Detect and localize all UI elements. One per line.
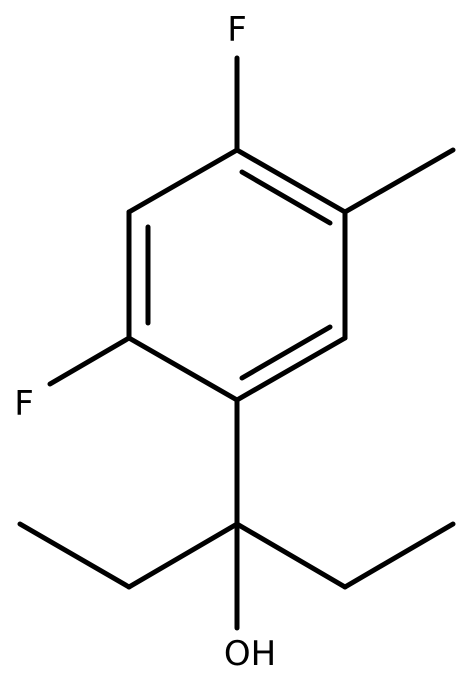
bond-carbinol-left-ch2: [126, 521, 240, 590]
ring-bond-c4-c5: [126, 335, 240, 403]
bond-right-ch2-ch3: [342, 521, 456, 590]
ring-bond-c1-c2: [234, 147, 348, 215]
bond-left-ch2-ch3: [17, 521, 132, 590]
ring-double-bond-c3-c4: [239, 324, 333, 381]
ring-bond-c3-c4: [234, 335, 348, 403]
fluorine-left-label: F: [14, 384, 34, 424]
bond-carbinol-right-ch2: [234, 521, 348, 590]
bond-c2-methyl: [342, 147, 456, 215]
hydroxyl-label: OH: [224, 634, 276, 674]
fluorine-top-label: F: [227, 10, 247, 50]
ring-double-bond-c1-c2: [239, 169, 333, 226]
ring-bond-c6-c1: [126, 147, 240, 215]
bond-c5-fluorine: [47, 335, 132, 387]
